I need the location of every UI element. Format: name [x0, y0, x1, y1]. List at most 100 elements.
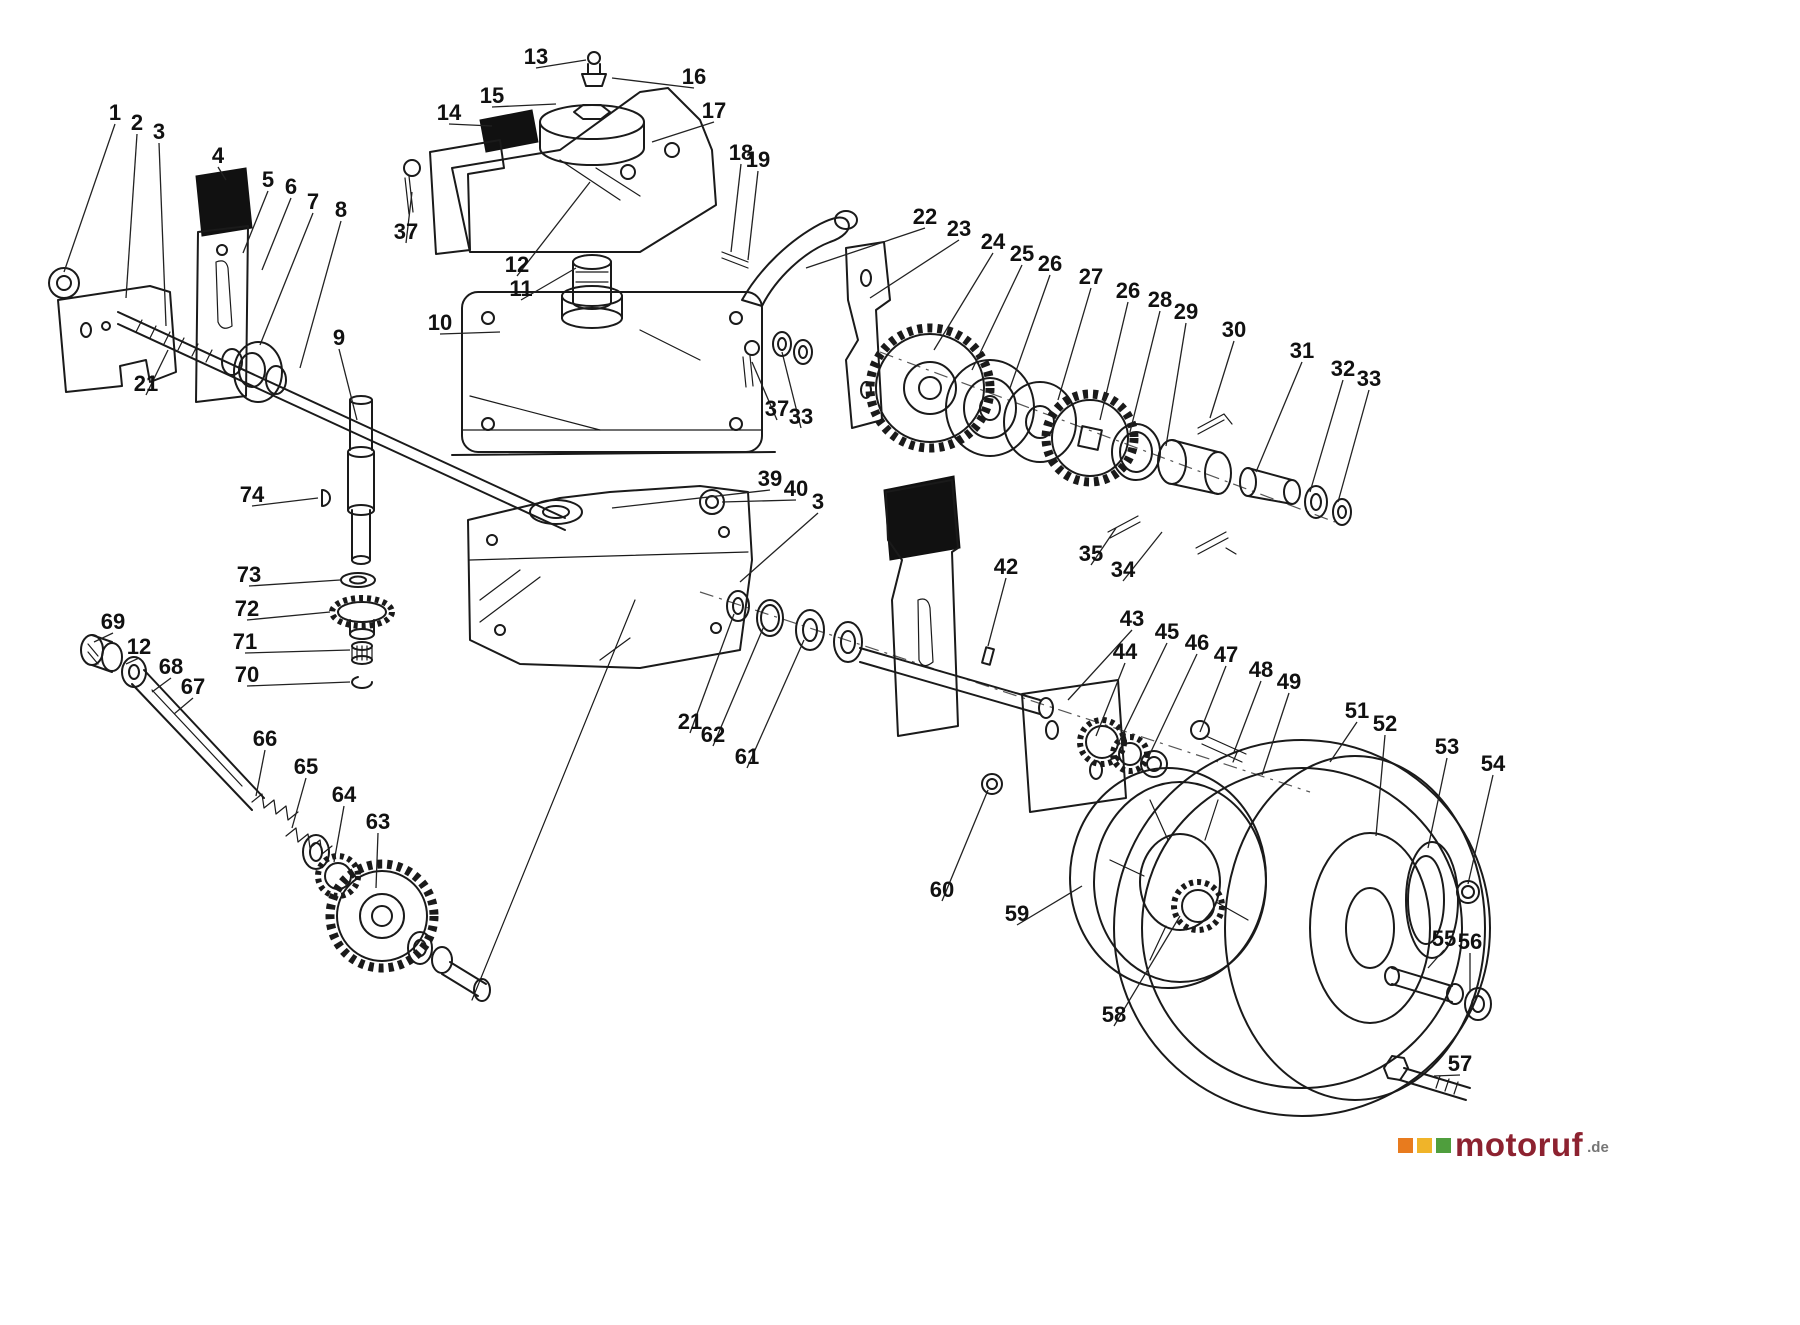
- part-number-label: 74: [240, 482, 265, 507]
- left-bracket-input-shaft: [48, 267, 566, 531]
- part-number-label: 49: [1277, 669, 1301, 694]
- gear-44: [1077, 717, 1127, 767]
- grip-pad-right: [883, 475, 961, 561]
- leader-line: [1375, 734, 1386, 837]
- part-number-label: 66: [253, 726, 277, 751]
- leader-line: [689, 613, 735, 734]
- bearing-1: [48, 267, 80, 299]
- part-number-label: 5: [262, 167, 274, 192]
- leader-line: [730, 163, 742, 253]
- leader-line: [1261, 692, 1290, 776]
- leader-line: [125, 133, 138, 299]
- input-shaft: [117, 311, 566, 531]
- part-number-label: 1: [109, 100, 121, 125]
- part-number-label: 33: [789, 404, 813, 429]
- leader-line: [1233, 680, 1262, 753]
- leader-line: [259, 212, 314, 346]
- leader-line: [721, 499, 797, 503]
- part-number-label: 39: [758, 466, 782, 491]
- part-number-label: 60: [930, 877, 954, 902]
- clutch-drum-29: [1157, 439, 1187, 485]
- washer-73: [340, 572, 376, 588]
- leader-line: [933, 252, 994, 351]
- pinion-71: [351, 645, 373, 661]
- leader-line: [248, 579, 341, 587]
- leader-line: [1255, 361, 1303, 473]
- leader-line: [1129, 310, 1161, 433]
- leader-line: [712, 625, 765, 747]
- leader-line: [158, 142, 167, 327]
- leader-line: [520, 267, 577, 301]
- axle-shaft: [859, 647, 1041, 715]
- leader-line: [63, 123, 116, 273]
- part-number-label: 65: [294, 754, 318, 779]
- leader-line: [1467, 774, 1494, 885]
- part-number-label: 64: [332, 782, 357, 807]
- part-number-label: 59: [1005, 901, 1029, 926]
- leader-line: [173, 697, 194, 715]
- part-number-label: 69: [101, 609, 125, 634]
- watermark-logo: motoruf .de: [1398, 1128, 1609, 1161]
- leader-line: [1099, 301, 1129, 421]
- flange-washer: [233, 341, 283, 403]
- leader-line: [333, 805, 345, 863]
- part-number-label: 28: [1148, 287, 1172, 312]
- part-number-label: 2: [131, 110, 143, 135]
- logo-square-yellow: [1417, 1138, 1432, 1153]
- gear-58: [1171, 879, 1225, 933]
- part-number-label: 63: [366, 809, 390, 834]
- leader-line: [1147, 653, 1198, 759]
- washer-32: [1304, 485, 1328, 519]
- part-number-label: 3: [812, 489, 824, 514]
- leader-line: [291, 777, 307, 829]
- part-number-label: 51: [1345, 698, 1369, 723]
- part-number-label: 13: [524, 44, 548, 69]
- leader-line: [151, 677, 172, 693]
- leader-line: [611, 77, 695, 89]
- part-number-label: 44: [1113, 639, 1138, 664]
- rim-52: [1224, 755, 1486, 1101]
- part-number-label: 67: [181, 674, 205, 699]
- leader-line: [217, 166, 227, 181]
- leader-line: [516, 181, 591, 277]
- leader-line: [1329, 721, 1358, 763]
- leader-line: [1199, 665, 1227, 733]
- leader-line: [246, 611, 331, 621]
- part-number-label: 25: [1010, 241, 1034, 266]
- part-number-label: 68: [159, 654, 183, 679]
- leader-line: [244, 649, 351, 654]
- part-number-label: 54: [1481, 751, 1506, 776]
- part-number-label: 22: [913, 204, 937, 229]
- bolt-57: [1383, 1055, 1409, 1081]
- engine-clutch-assembly: [403, 51, 717, 310]
- logo-brand-text: motoruf: [1455, 1126, 1584, 1163]
- gear-63: [325, 859, 439, 973]
- shaft-31: [1247, 467, 1293, 505]
- leader-line: [1427, 757, 1448, 849]
- bolt-60: [981, 773, 1003, 795]
- part-number-label: 61: [735, 744, 759, 769]
- part-number-label: 11: [509, 276, 532, 301]
- part-number-label: 37: [394, 219, 418, 244]
- shaft-67: [131, 669, 265, 811]
- part-number-label: 26: [1116, 278, 1140, 303]
- leader-line: [255, 749, 266, 797]
- logo-tld-text: .de: [1587, 1139, 1609, 1156]
- part-number-label: 29: [1174, 299, 1198, 324]
- oring-62: [756, 599, 784, 637]
- leader-line: [1117, 642, 1168, 745]
- part-number-label: 30: [1222, 317, 1246, 342]
- leader-line: [1057, 287, 1092, 401]
- part-number-label: 3: [153, 119, 165, 144]
- pin-74: [321, 489, 331, 507]
- counter-shaft-assembly: [80, 599, 636, 1002]
- leader-line: [93, 632, 114, 643]
- gear-27: [1041, 389, 1139, 487]
- spring-66: [251, 793, 299, 821]
- leader-line: [125, 657, 140, 665]
- part-number-label: 62: [701, 722, 725, 747]
- leader-line: [1016, 885, 1083, 926]
- part-number-label: 52: [1373, 711, 1397, 736]
